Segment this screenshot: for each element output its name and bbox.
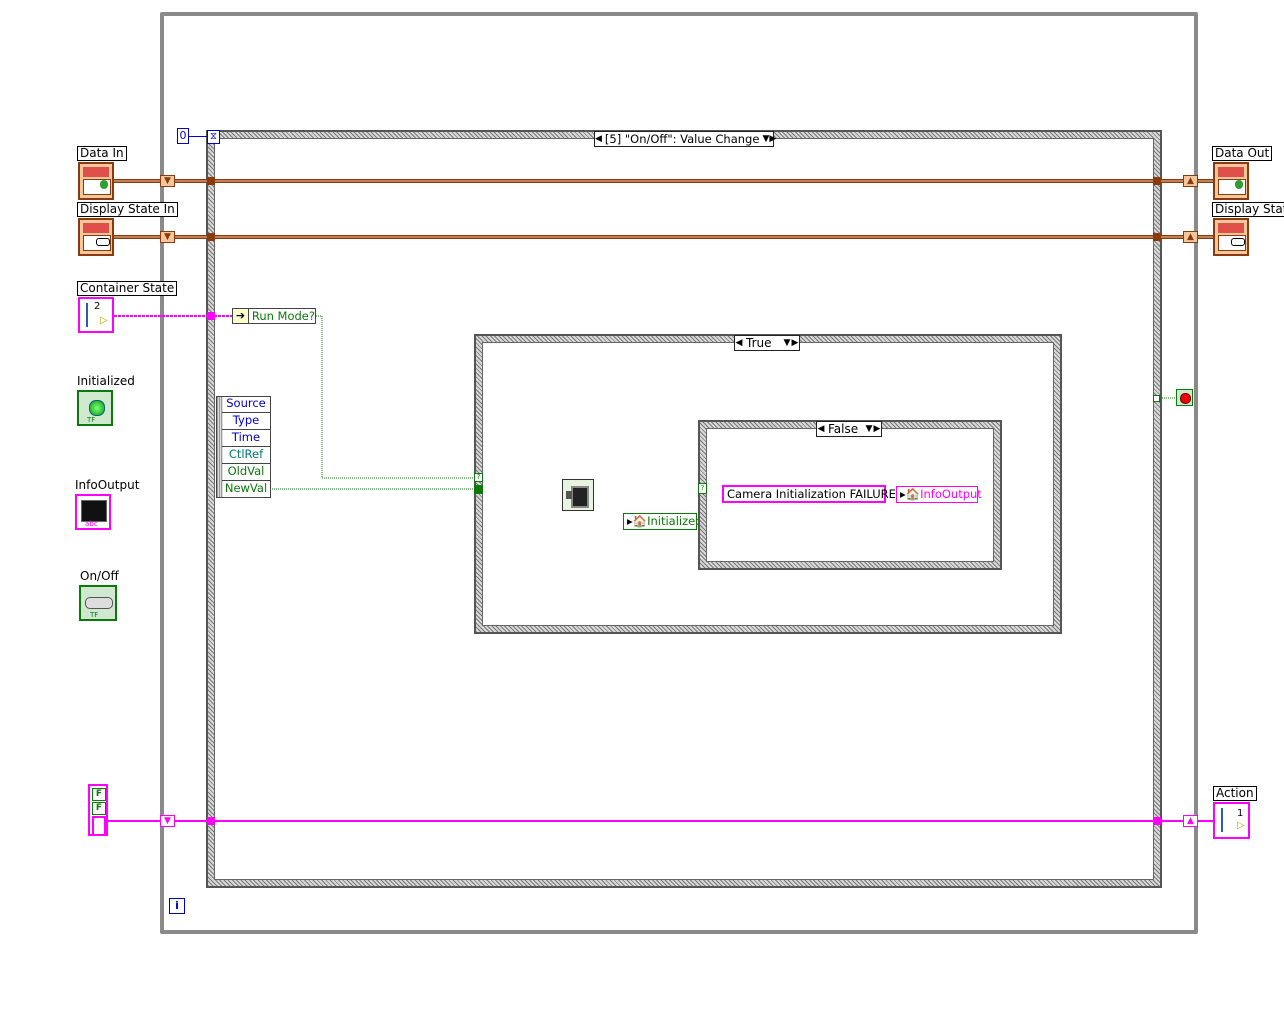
increment-arrow-icon[interactable]: ▶ (769, 133, 777, 144)
outer-dropdown-icon[interactable]: ▼ (783, 337, 791, 348)
inner-case-label: False (828, 421, 859, 436)
event-tunnel-data-in[interactable] (207, 177, 215, 185)
event-tunnel-action-in[interactable] (207, 817, 215, 825)
display-state-in-cluster-icon[interactable] (78, 218, 114, 256)
action-label: Action (1213, 786, 1257, 801)
container-state-enum-icon[interactable]: 2 ▷ (78, 297, 114, 333)
container-state-label: Container State (77, 281, 178, 296)
inner-dropdown-icon[interactable]: ▼ (865, 423, 873, 434)
shift-register-right-action[interactable]: ▲ (1183, 815, 1198, 827)
event-tunnel-display-in[interactable] (207, 233, 215, 241)
bool-constant-2[interactable]: F (92, 802, 106, 815)
iteration-terminal: i (169, 898, 185, 914)
decrement-arrow-icon[interactable]: ◀ (595, 133, 602, 144)
event-tunnel-display-out[interactable] (1153, 233, 1161, 241)
initialized-local-text: Initialized (647, 514, 703, 528)
event-tunnel-action-out[interactable] (1153, 817, 1161, 825)
unbundle-arrow-icon: ➔ (233, 309, 249, 323)
event-tunnel-stop[interactable] (1153, 395, 1160, 402)
timeout-wire (189, 136, 209, 137)
outer-case-label: True (746, 335, 772, 350)
bool-constant-1[interactable]: F (92, 788, 106, 801)
run-mode-bool-wire (314, 315, 476, 479)
action-enum-icon[interactable]: 1 ▷ (1213, 802, 1250, 839)
field-newval[interactable]: NewVal (224, 481, 268, 495)
run-mode-node[interactable]: ➔ Run Mode? (232, 308, 316, 324)
event-tunnel-data-out[interactable] (1153, 177, 1161, 185)
shift-register-right-display[interactable]: ▲ (1183, 231, 1198, 243)
inner-increment-icon[interactable]: ▶ (873, 423, 881, 434)
display-state-out-label: Display State (1212, 202, 1284, 217)
info-output-label: InfoOutput (75, 478, 140, 492)
event-tunnel-container[interactable] (207, 312, 215, 320)
display-state-out-cluster-icon[interactable] (1213, 218, 1249, 256)
timeout-constant[interactable]: 0 (177, 128, 189, 144)
hourglass-icon: ⧖ (207, 130, 220, 144)
outer-case-selector-terminal[interactable]: ? (474, 473, 483, 482)
shift-register-left-data[interactable]: ▼ (160, 175, 175, 187)
outer-case-selector[interactable]: ◀ True ▼ ▶ (734, 335, 800, 351)
data-in-cluster-icon[interactable] (78, 162, 114, 200)
initialized-led-icon[interactable]: TF (77, 390, 113, 426)
data-in-label: Data In (77, 146, 127, 161)
camera-init-subvi-icon[interactable] (562, 479, 594, 511)
data-out-label: Data Out (1212, 146, 1273, 161)
outer-increment-icon[interactable]: ▶ (791, 337, 799, 348)
info-output-local-text: InfoOutput (920, 487, 982, 501)
run-mode-text: Run Mode? (251, 309, 315, 323)
event-data-node[interactable] (216, 396, 271, 498)
stop-terminal-icon[interactable] (1176, 389, 1193, 406)
info-output-string-icon[interactable]: abc (75, 494, 111, 530)
inner-case-selector-terminal[interactable]: ? (698, 483, 707, 494)
event-data-fields: Source Type Time CtlRef OldVal NewVal (222, 396, 270, 498)
local-variable-icon: ▸🏠 (900, 487, 921, 501)
display-state-in-label: Display State In (77, 202, 178, 217)
boolean-array-constant[interactable]: F F (88, 784, 108, 836)
info-output-local-variable[interactable]: ▸🏠InfoOutput (896, 486, 982, 503)
inner-decrement-icon[interactable]: ◀ (817, 423, 825, 434)
initialized-label: Initialized (77, 374, 135, 388)
data-out-cluster-icon[interactable] (1213, 162, 1249, 200)
dropdown-arrow-icon[interactable]: ▼ (762, 133, 770, 144)
field-source[interactable]: Source (222, 396, 270, 413)
shift-register-right-data[interactable]: ▲ (1183, 175, 1198, 187)
field-type[interactable]: Type (222, 413, 270, 430)
outer-decrement-icon[interactable]: ◀ (735, 337, 743, 348)
shift-register-left-display[interactable]: ▼ (160, 231, 175, 243)
field-time[interactable]: Time (222, 430, 270, 447)
local-variable-icon: ▸🏠 (627, 514, 648, 528)
initialized-local-variable[interactable]: ▸🏠Initialized (623, 513, 703, 530)
shift-register-left-action[interactable]: ▼ (160, 815, 175, 827)
field-oldval[interactable]: OldVal (222, 464, 270, 481)
outer-case-newval-tunnel[interactable] (474, 485, 483, 494)
event-case-selector[interactable]: ◀ [5] "On/Off": Value Change ▼ ▶ (594, 131, 777, 147)
inner-case-selector[interactable]: ◀ False ▼ ▶ (816, 421, 882, 437)
on-off-switch-icon[interactable]: TF (79, 585, 117, 621)
field-ctlref[interactable]: CtlRef (222, 447, 270, 464)
on-off-label: On/Off (80, 569, 119, 583)
event-case-label: [5] "On/Off": Value Change (604, 131, 760, 146)
failure-string-constant[interactable]: Camera Initialization FAILURE (722, 485, 896, 503)
while-loop-frame[interactable] (160, 12, 1198, 934)
